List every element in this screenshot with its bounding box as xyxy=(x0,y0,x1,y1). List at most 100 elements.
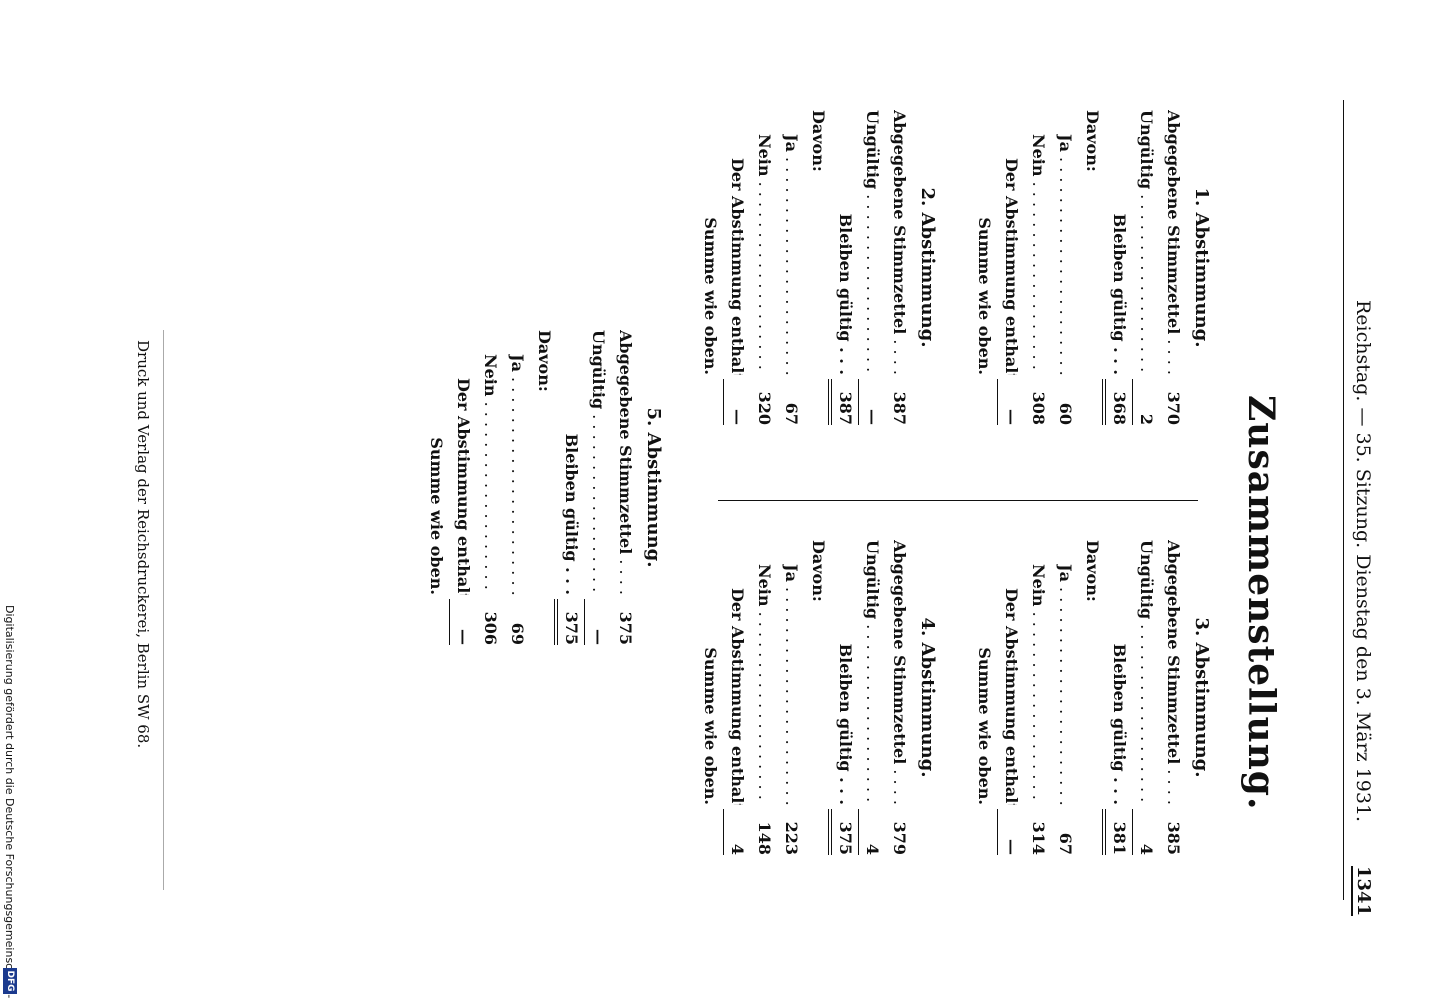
row-summe: Summe wie oben. xyxy=(697,540,724,855)
row-enthalten: Der Abstimmung enthalten — xyxy=(723,110,751,425)
row-ja: Ja 69 xyxy=(504,330,531,645)
label-nein: Nein xyxy=(755,134,774,177)
section-title: 3. Abstimmung. xyxy=(1191,617,1212,778)
row-davon: Davon: xyxy=(531,330,558,645)
value-ja: 69 xyxy=(508,622,527,645)
label-nein: Nein xyxy=(1029,134,1048,177)
label-gueltig: Bleiben gültig . . . xyxy=(836,643,855,805)
label-enthalten: Der Abstimmung enthalten xyxy=(454,378,473,595)
row-davon: Davon: xyxy=(805,110,832,425)
section-title: 4. Abstimmung. xyxy=(917,617,938,778)
label-nein: Nein xyxy=(755,564,774,607)
row-davon: Davon: xyxy=(805,540,832,855)
row-ungueltig: Ungültig4 xyxy=(1132,540,1160,855)
row-davon: Davon: xyxy=(1079,540,1106,855)
row-enthalten: Der Abstimmung enthalten 4 xyxy=(723,540,751,855)
row-summe: Summe wie oben. xyxy=(971,110,998,425)
row-ungueltig: Ungültig — xyxy=(858,110,886,425)
row-ungueltig: Ungültig 4 xyxy=(858,540,886,855)
row-ja: Ja 60 xyxy=(1052,110,1079,425)
value-ja: 60 xyxy=(1056,402,1075,425)
row-ja: Ja223 xyxy=(778,540,805,855)
row-abgegeben: Abgegebene Stimmzettel370 xyxy=(1160,110,1187,425)
label-ja: Ja xyxy=(782,134,801,152)
label-davon: Davon: xyxy=(809,540,828,602)
value-ungueltig: — xyxy=(858,379,886,425)
label-ja: Ja xyxy=(508,354,527,372)
value-gueltig: 387 xyxy=(828,379,859,425)
label-davon: Davon: xyxy=(535,330,554,392)
value-nein: 314 xyxy=(1029,821,1048,855)
value-enthalten: — xyxy=(997,809,1025,855)
label-enthalten: Der Abstimmung enthalten xyxy=(1002,588,1021,805)
row-gueltig: Bleiben gültig . . . 375 xyxy=(828,540,859,855)
section-title: 2. Abstimmung. xyxy=(917,187,938,348)
row-gueltig: Bleiben gültig . . . 381 xyxy=(1102,540,1133,855)
value-abgegeben: 387 xyxy=(890,391,909,425)
row-gueltig: Bleiben gültig . . .375 xyxy=(554,330,585,645)
imprint-line: Druck und Verlag der Reichsdruckerei, Be… xyxy=(134,340,152,749)
page-title: Zusammenstellung. xyxy=(1240,395,1282,811)
row-nein: Nein 148 xyxy=(751,540,778,855)
value-nein: 148 xyxy=(755,821,774,855)
row-enthalten: Der Abstimmung enthalten— xyxy=(997,110,1025,425)
page-number: 1341 xyxy=(1351,866,1374,917)
footer-rule-faint xyxy=(163,330,164,890)
row-nein: Nein308 xyxy=(1025,110,1052,425)
label-nein: Nein xyxy=(1029,564,1048,607)
header-rule xyxy=(1343,100,1344,900)
label-ungueltig: Ungültig xyxy=(863,540,882,620)
vote-section-2: 2. Abstimmung.Abgegebene Stimmzettel387U… xyxy=(697,110,938,425)
row-abgegeben: Abgegebene Stimmzettel379 xyxy=(886,540,913,855)
label-ungueltig: Ungültig xyxy=(1137,110,1156,190)
row-nein: Nein320 xyxy=(751,110,778,425)
label-ja: Ja xyxy=(1056,564,1075,582)
row-abgegeben: Abgegebene Stimmzettel 387 xyxy=(886,110,913,425)
label-abgegeben: Abgegebene Stimmzettel xyxy=(616,330,635,555)
value-ungueltig: 2 xyxy=(1132,379,1160,425)
vote-section-5: 5. Abstimmung.Abgegebene Stimmzettel375U… xyxy=(423,330,664,645)
label-gueltig: Bleiben gültig . . . xyxy=(1110,213,1129,375)
column-divider xyxy=(718,500,1198,501)
value-nein: 306 xyxy=(481,611,500,645)
row-nein: Nein 306 xyxy=(477,330,504,645)
label-ja: Ja xyxy=(1056,134,1075,152)
value-ungueltig: 4 xyxy=(858,809,886,855)
label-summe: Summe wie oben. xyxy=(701,217,720,375)
value-enthalten: 4 xyxy=(723,809,751,855)
label-davon: Davon: xyxy=(1083,540,1102,602)
vote-section-4: 4. Abstimmung.Abgegebene Stimmzettel379U… xyxy=(697,540,938,855)
label-summe: Summe wie oben. xyxy=(701,647,720,805)
row-summe: Summe wie oben. xyxy=(423,330,450,645)
label-davon: Davon: xyxy=(809,110,828,172)
label-ungueltig: Ungültig xyxy=(863,110,882,190)
label-gueltig: Bleiben gültig . . . xyxy=(1110,643,1129,805)
label-abgegeben: Abgegebene Stimmzettel xyxy=(1164,110,1183,335)
row-ungueltig: Ungültig— xyxy=(584,330,612,645)
value-abgegeben: 379 xyxy=(890,821,909,855)
label-enthalten: Der Abstimmung enthalten xyxy=(728,588,747,805)
value-gueltig: 375 xyxy=(828,809,859,855)
label-enthalten: Der Abstimmung enthalten xyxy=(728,158,747,375)
value-ja: 67 xyxy=(782,402,801,425)
label-abgegeben: Abgegebene Stimmzettel xyxy=(1164,540,1183,765)
value-enthalten: — xyxy=(449,599,477,645)
label-enthalten: Der Abstimmung enthalten xyxy=(1002,158,1021,375)
value-ja: 67 xyxy=(1056,832,1075,855)
running-header: Reichstag. — 35. Sitzung. Dienstag den 3… xyxy=(1352,300,1374,823)
label-nein: Nein xyxy=(481,354,500,397)
value-enthalten: — xyxy=(723,379,751,425)
section-title: 1. Abstimmung. xyxy=(1191,187,1212,348)
value-abgegeben: 385 xyxy=(1164,821,1183,855)
row-summe: Summe wie oben. xyxy=(697,110,724,425)
row-ja: Ja 67 xyxy=(1052,540,1079,855)
section-title: 5. Abstimmung. xyxy=(643,407,664,568)
row-gueltig: Bleiben gültig . . .368 xyxy=(1102,110,1133,425)
row-davon: Davon: xyxy=(1079,110,1106,425)
row-ungueltig: Ungültig 2 xyxy=(1132,110,1160,425)
label-ungueltig: Ungültig xyxy=(589,330,608,410)
value-gueltig: 381 xyxy=(1102,809,1133,855)
label-abgegeben: Abgegebene Stimmzettel xyxy=(890,110,909,335)
row-summe: Summe wie oben. xyxy=(971,540,998,855)
